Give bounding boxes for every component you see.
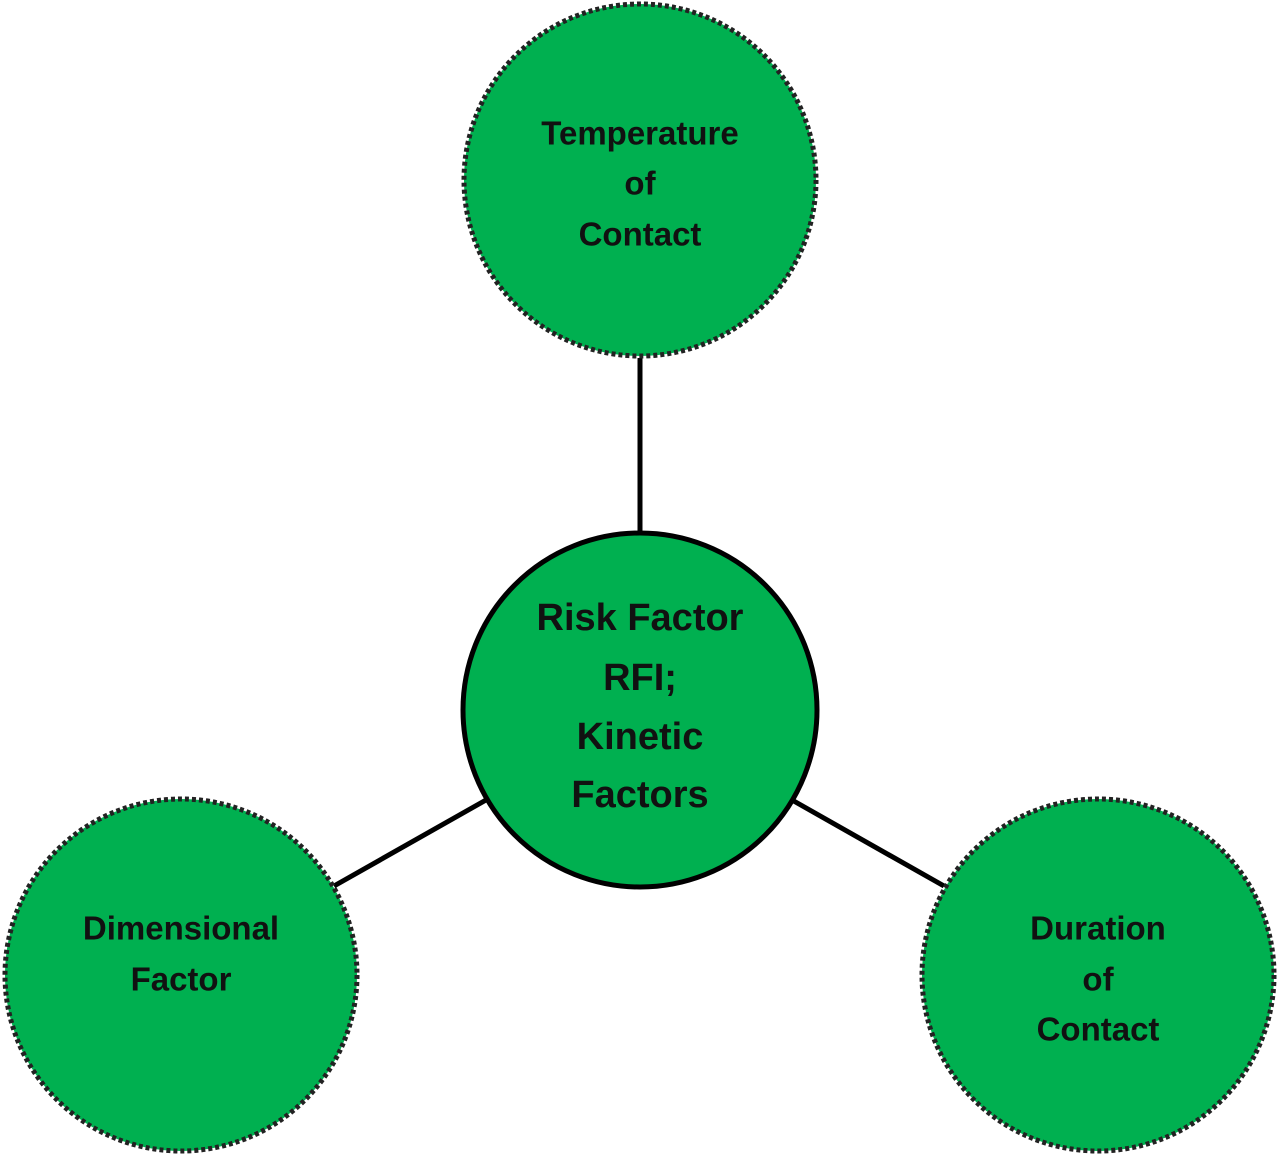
node-circle [461, 1, 819, 359]
connector-right [790, 797, 946, 889]
center-node-circle [460, 530, 820, 890]
center-label-line: RFI; [603, 657, 677, 699]
node-label-line: Temperature [541, 115, 738, 152]
node-circle [2, 796, 360, 1154]
node-duration-of-contact: Duration of Contact [919, 796, 1277, 1154]
node-label-line: Factor [131, 961, 232, 998]
node-label-line: of [624, 165, 656, 202]
center-label-line: Kinetic [577, 716, 704, 758]
node-circle [919, 796, 1277, 1154]
node-label-line: Contact [1037, 1011, 1160, 1048]
node-dimensional-factor: Dimensional Factor [2, 796, 360, 1154]
node-label-line: of [1082, 961, 1114, 998]
node-label-line: Contact [579, 216, 702, 253]
connector-left [332, 797, 488, 889]
center-label-line: Factors [571, 774, 708, 816]
node-temperature-of-contact: Temperature of Contact [461, 1, 819, 359]
center-label-line: Risk Factor [537, 597, 744, 639]
node-risk-factor: Risk Factor RFI; Kinetic Factors [460, 530, 820, 890]
node-label-line: Duration [1030, 910, 1166, 947]
node-label-line: Dimensional [83, 910, 279, 947]
